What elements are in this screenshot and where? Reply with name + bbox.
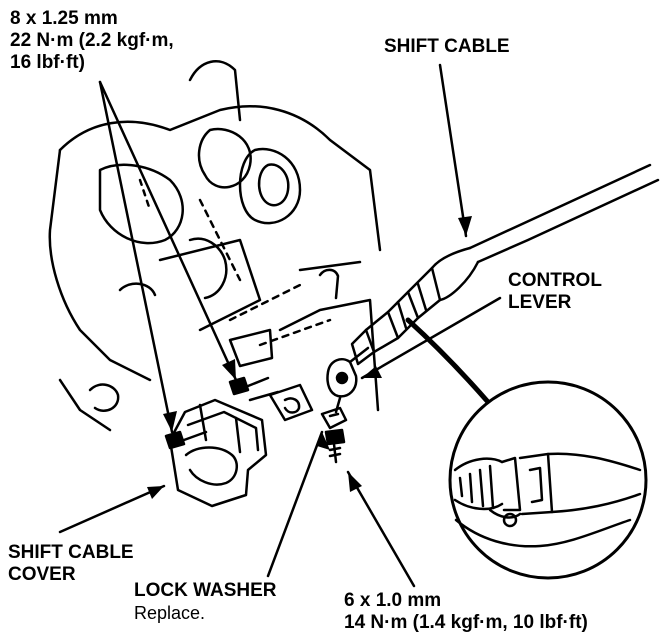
control-lever-part (326, 346, 370, 414)
detail-magnifier (405, 317, 648, 580)
top-bolt-torque-2: 16 lbf·ft) (10, 52, 85, 73)
bottom-bolt-spec: 6 x 1.0 mm (344, 590, 442, 611)
shift-cable-text: SHIFT CABLE (384, 36, 510, 57)
lock-washer-label: LOCK WASHER Replace. (134, 580, 277, 624)
bottom-bolt-torque: 14 N·m (1.4 kgf·m, 10 lbf·ft) (344, 612, 588, 633)
bottom-bolt-label: 6 x 1.0 mm 14 N·m (1.4 kgf·m, 10 lbf·ft) (344, 590, 588, 634)
control-lever-line-2: LEVER (508, 292, 572, 313)
leader-lines (58, 63, 502, 588)
top-bolt-torque-1: 22 N·m (2.2 kgf·m, (10, 30, 174, 51)
lock-washer-part (320, 406, 348, 430)
shift-cable-part (350, 163, 660, 366)
transmission-housing (48, 60, 382, 432)
shift-cable-label: SHIFT CABLE (384, 36, 510, 58)
top-bolt-label: 8 x 1.25 mm 22 N·m (2.2 kgf·m, 16 lbf·ft… (10, 8, 174, 74)
shift-cable-cover-label: SHIFT CABLE COVER (8, 542, 134, 586)
shift-cable-cover-part (168, 383, 314, 508)
cover-line-1: SHIFT CABLE (8, 542, 134, 563)
cover-line-2: COVER (8, 564, 76, 585)
cover-bolts (164, 376, 270, 450)
top-bolt-spec: 8 x 1.25 mm (10, 8, 118, 29)
lower-bolt-part (324, 428, 346, 464)
control-lever-line-1: CONTROL (508, 270, 602, 291)
leader-arrowheads (147, 216, 472, 499)
control-lever-label: CONTROL LEVER (508, 270, 602, 314)
lock-washer-note: Replace. (134, 603, 206, 623)
lock-washer-title: LOCK WASHER (134, 580, 277, 601)
